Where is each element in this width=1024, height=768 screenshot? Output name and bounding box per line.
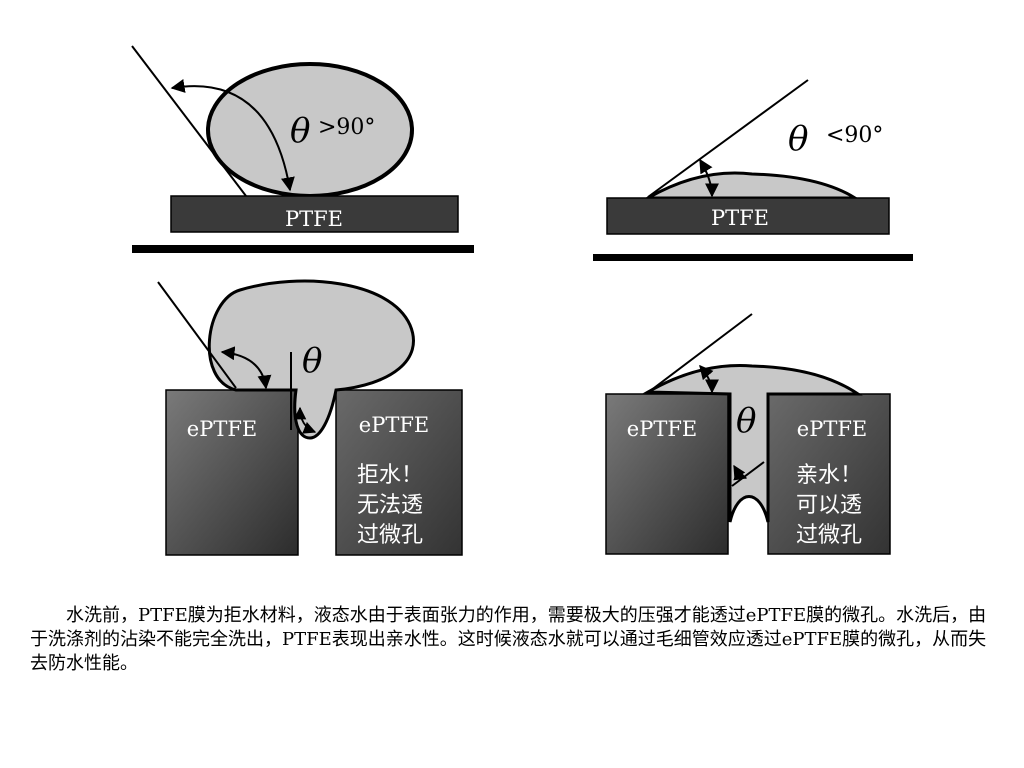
pore-angle-arc bbox=[293, 406, 317, 434]
contact-angle-arc bbox=[699, 364, 719, 394]
panel-top-left: θ >90° PTFE bbox=[131, 45, 474, 253]
contact-angle-arc bbox=[170, 79, 295, 192]
note-line-1: 亲水！ bbox=[796, 463, 862, 488]
substrate-label: PTFE bbox=[711, 206, 769, 230]
ptfe-substrate bbox=[170, 195, 459, 233]
eptfe-block-right bbox=[335, 389, 463, 556]
contact-angle-arc bbox=[220, 346, 272, 390]
block-label-left: ePTFE bbox=[627, 417, 697, 441]
caption-text: 水洗前，PTFE膜为拒水材料，液态水由于表面张力的作用，需要极大的压强才能透过e… bbox=[30, 605, 987, 674]
contact-angle-arc bbox=[699, 158, 719, 198]
theta-symbol: θ bbox=[302, 341, 322, 381]
block-label-right: ePTFE bbox=[359, 413, 429, 437]
tangent-line bbox=[649, 313, 753, 392]
pore-angle-arc bbox=[733, 464, 748, 481]
note-line-3: 过微孔 bbox=[796, 523, 862, 548]
note-line-3: 过微孔 bbox=[357, 523, 423, 548]
contact-angle-diagram: θ >90° PTFE θ <90° PTFE θ ePTFE ePTFE 拒水… bbox=[131, 45, 913, 556]
angle-label: >90° bbox=[318, 115, 375, 140]
note-line-1: 拒水！ bbox=[357, 463, 423, 488]
theta-symbol: θ bbox=[788, 119, 808, 159]
note-line-2: 无法透 bbox=[357, 493, 423, 518]
substrate-label: PTFE bbox=[285, 207, 343, 231]
note-line-2: 可以透 bbox=[796, 493, 862, 518]
panel-bottom-left: θ ePTFE ePTFE 拒水！ 无法透 过微孔 bbox=[157, 279, 463, 556]
water-droplet bbox=[207, 279, 415, 440]
theta-symbol: θ bbox=[736, 401, 756, 441]
eptfe-block-left bbox=[605, 393, 729, 555]
theta-symbol: θ bbox=[290, 111, 310, 151]
tangent-line bbox=[647, 79, 809, 198]
panel-bottom-right: θ ePTFE ePTFE 亲水！ 可以透 过微孔 bbox=[605, 313, 891, 555]
ptfe-substrate bbox=[606, 197, 890, 235]
baseline-bar bbox=[132, 245, 474, 253]
angle-label: <90° bbox=[826, 123, 883, 148]
panel-top-right: θ <90° PTFE bbox=[593, 79, 913, 261]
block-label-right: ePTFE bbox=[797, 417, 867, 441]
eptfe-block-left bbox=[165, 389, 299, 556]
block-label-left: ePTFE bbox=[187, 417, 257, 441]
water-droplet bbox=[642, 171, 861, 200]
pore-tangent-line bbox=[731, 461, 765, 487]
baseline-bar bbox=[593, 254, 913, 261]
